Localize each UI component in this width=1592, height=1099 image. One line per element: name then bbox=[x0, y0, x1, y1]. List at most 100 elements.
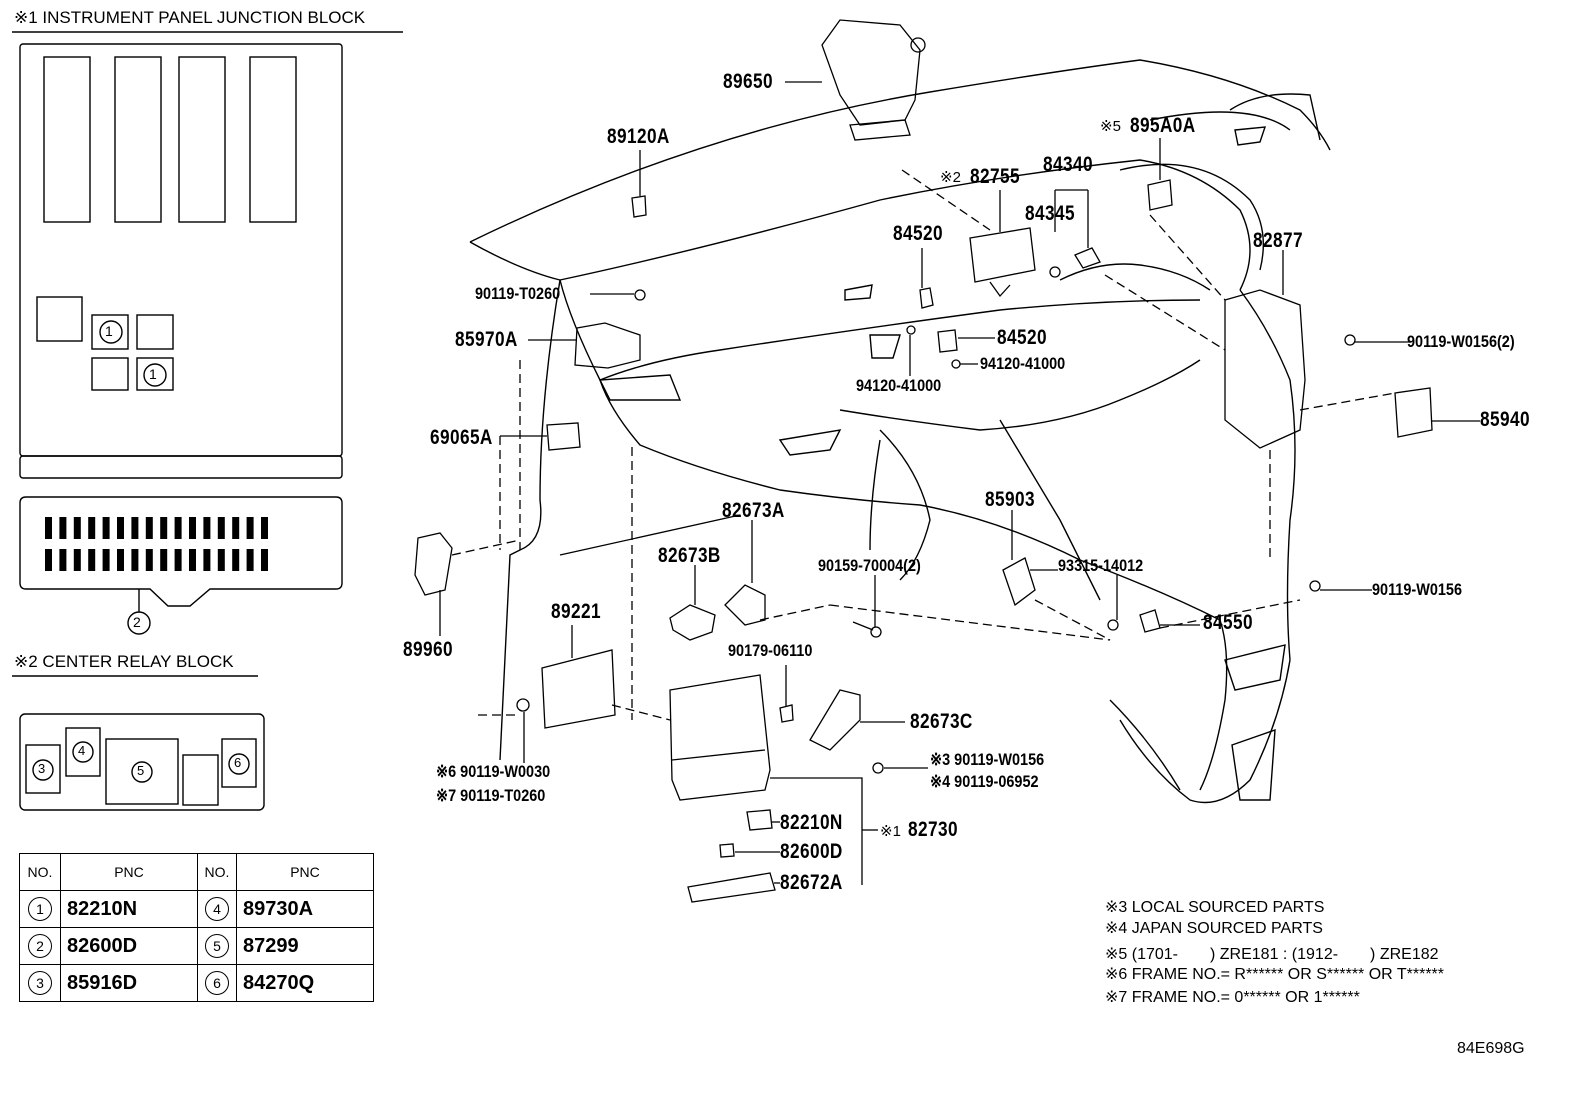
connector-pin bbox=[59, 549, 67, 571]
connector-pin bbox=[102, 517, 110, 539]
connector-pin bbox=[203, 517, 211, 539]
part-label[interactable]: ※6 90119-W0030 bbox=[436, 762, 551, 781]
junction-block-drawing bbox=[19, 43, 343, 635]
connector-pin bbox=[203, 549, 211, 571]
connector-pin bbox=[45, 517, 52, 539]
part-label[interactable]: 94120-41000 bbox=[980, 354, 1066, 373]
marker-1b-text: 1 bbox=[149, 366, 157, 382]
header-pnc-2: PNC bbox=[236, 853, 374, 891]
part-label[interactable]: 84520 bbox=[997, 326, 1047, 349]
footnote: ※7 FRAME NO.= 0****** OR 1****** bbox=[1105, 989, 1360, 1006]
connector-pin bbox=[88, 517, 96, 539]
footnote: ※3 LOCAL SOURCED PARTS bbox=[1105, 899, 1325, 916]
connector-pin bbox=[174, 517, 182, 539]
connector-pin bbox=[145, 549, 153, 571]
connector-pin bbox=[59, 517, 67, 539]
part-label[interactable]: 84340 bbox=[1043, 153, 1093, 176]
part-label[interactable]: 82600D bbox=[780, 840, 843, 863]
center-relay-title: ※2 CENTER RELAY BLOCK bbox=[14, 652, 234, 671]
connector-pin bbox=[174, 549, 182, 571]
pnc-value: 89730A bbox=[236, 890, 374, 928]
connector-pin bbox=[145, 517, 153, 539]
connector-pin bbox=[102, 549, 110, 571]
part-label[interactable]: 82730 bbox=[908, 818, 958, 841]
part-label[interactable]: 89120A bbox=[607, 125, 670, 148]
part-label[interactable]: 84345 bbox=[1025, 202, 1075, 225]
connector-pin bbox=[117, 549, 124, 571]
part-label[interactable]: ※4 90119-06952 bbox=[930, 772, 1039, 791]
pnc-table-header: NO. PNC NO. PNC bbox=[19, 853, 374, 891]
connector-pin bbox=[261, 549, 268, 571]
part-label[interactable]: 85970A bbox=[455, 328, 518, 351]
part-label[interactable]: 89221 bbox=[551, 600, 601, 623]
instrument-panel-outline bbox=[469, 59, 1331, 804]
part-note-mark: ※1 bbox=[880, 823, 901, 840]
part-label[interactable]: 82673B bbox=[658, 544, 721, 567]
part-label[interactable]: ※3 90119-W0156 bbox=[930, 750, 1045, 769]
table-row: 3 85916D 6 84270Q bbox=[19, 964, 374, 1002]
part-label[interactable]: 90159-70004(2) bbox=[818, 556, 921, 575]
pnc-value: 82210N bbox=[60, 890, 198, 928]
connector-pin bbox=[73, 549, 81, 571]
part-label[interactable]: 90119-W0156 bbox=[1372, 580, 1462, 599]
part-label[interactable]: 69065A bbox=[430, 426, 493, 449]
part-label[interactable]: 90119-W0156(2) bbox=[1407, 332, 1515, 351]
connector-pin bbox=[217, 517, 225, 539]
row-number: 1 bbox=[28, 897, 52, 921]
part-label[interactable]: 84520 bbox=[893, 222, 943, 245]
marker-1a-text: 1 bbox=[105, 323, 113, 339]
connector-pin bbox=[160, 549, 168, 571]
part-note-mark: ※2 bbox=[940, 169, 961, 186]
part-label[interactable]: 89650 bbox=[723, 70, 773, 93]
connector-pin bbox=[189, 549, 196, 571]
footnote: ※4 JAPAN SOURCED PARTS bbox=[1105, 920, 1323, 937]
row-number: 6 bbox=[205, 971, 229, 995]
table-row: 2 82600D 5 87299 bbox=[19, 927, 374, 965]
connector-pin bbox=[160, 517, 168, 539]
connector-pin bbox=[131, 549, 139, 571]
part-label[interactable]: 82755 bbox=[970, 165, 1020, 188]
part-label[interactable]: 82672A bbox=[780, 871, 843, 894]
pnc-value: 82600D bbox=[60, 927, 198, 965]
part-label[interactable]: 82673C bbox=[910, 710, 973, 733]
part-label[interactable]: 895A0A bbox=[1130, 114, 1196, 137]
component-sketches bbox=[414, 19, 1433, 903]
connector-pin bbox=[88, 549, 96, 571]
center-relay-drawing bbox=[19, 713, 265, 811]
dashed-lines bbox=[451, 169, 1396, 721]
table-row: 1 82210N 4 89730A bbox=[19, 890, 374, 928]
part-label[interactable]: 90119-T0260 bbox=[475, 284, 561, 303]
part-label[interactable]: 82877 bbox=[1253, 229, 1303, 252]
part-label[interactable]: ※7 90119-T0260 bbox=[436, 786, 546, 805]
header-pnc-1: PNC bbox=[60, 853, 198, 891]
connector-pin bbox=[189, 517, 196, 539]
part-label[interactable]: 85940 bbox=[1480, 408, 1530, 431]
row-number: 3 bbox=[28, 971, 52, 995]
pnc-value: 85916D bbox=[60, 964, 198, 1002]
pnc-value: 84270Q bbox=[236, 964, 374, 1002]
row-number: 4 bbox=[205, 897, 229, 921]
marker-circle-2 bbox=[127, 611, 151, 635]
part-label[interactable]: 93315-14012 bbox=[1058, 556, 1144, 575]
header-no-1: NO. bbox=[19, 853, 61, 891]
part-label[interactable]: 94120-41000 bbox=[856, 376, 942, 395]
part-label[interactable]: 89960 bbox=[403, 638, 453, 661]
header-no-2: NO. bbox=[197, 853, 237, 891]
marker-circle-1a bbox=[99, 320, 123, 344]
marker-5-text: 5 bbox=[137, 763, 145, 778]
row-number: 5 bbox=[205, 934, 229, 958]
connector-pin bbox=[232, 549, 240, 571]
part-label[interactable]: 82673A bbox=[722, 499, 785, 522]
diagram-code: 84E698G bbox=[1457, 1040, 1525, 1057]
footnote: ※5 (1701- ) ZRE181 : (1912- ) ZRE182 bbox=[1105, 946, 1439, 963]
part-label[interactable]: 85903 bbox=[985, 488, 1035, 511]
footnote: ※6 FRAME NO.= R****** OR S****** OR T***… bbox=[1105, 966, 1444, 983]
connector-pin bbox=[73, 517, 81, 539]
connector-pin bbox=[232, 517, 240, 539]
pnc-value: 87299 bbox=[236, 927, 374, 965]
part-label[interactable]: 84550 bbox=[1203, 611, 1253, 634]
part-note-mark: ※5 bbox=[1100, 118, 1121, 135]
part-label[interactable]: 82210N bbox=[780, 811, 843, 834]
marker-6-text: 6 bbox=[234, 755, 242, 770]
part-label[interactable]: 90179-06110 bbox=[728, 641, 813, 660]
